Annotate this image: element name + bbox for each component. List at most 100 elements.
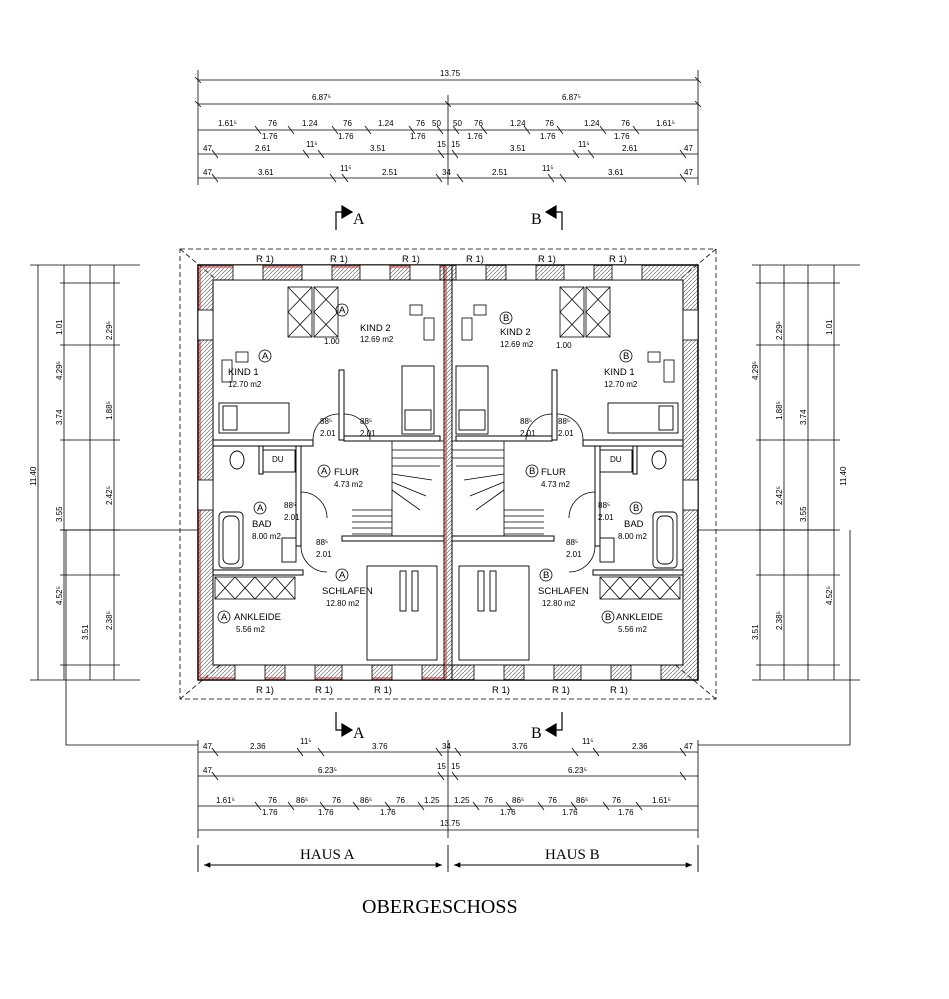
dim-r1-4: 1.24: [378, 119, 394, 128]
side-l-3: 4.52⁵: [55, 586, 64, 605]
dimb-r2-4: 6.23⁵: [568, 766, 587, 775]
mark-a-kind2: A: [339, 305, 346, 316]
dim-r2-7: 11⁵: [578, 140, 590, 149]
area-b-ankleide: 5.56 m2: [618, 625, 647, 634]
dim-r2-3: 3.51: [370, 144, 386, 153]
dimb-r3-1: 76: [268, 796, 277, 805]
door-w-5: 88⁵: [284, 501, 296, 510]
dim-r3-3: 2.51: [382, 168, 398, 177]
door-w-6: 88⁵: [598, 501, 610, 510]
mark-a-schlafen: A: [339, 570, 346, 581]
dimb-r3-0: 1.61⁵: [216, 796, 235, 805]
win-label: R 1): [610, 685, 628, 696]
dim-total-top: 13.75: [440, 69, 461, 78]
side-dimension-lines: [30, 264, 860, 746]
dim-r3-0: 47: [203, 168, 212, 177]
dimb-r2-2: 15: [437, 762, 446, 771]
area-b-kind2: 12.69 m2: [500, 340, 534, 349]
mark-b-kind1: B: [623, 351, 629, 362]
top-dimension-lines: [197, 70, 699, 185]
du-b: DU: [610, 455, 622, 464]
dimb-r3-12: 76: [612, 796, 621, 805]
dimb-r2-1: 6.23⁵: [318, 766, 337, 775]
dimb-r3-5: 76: [396, 796, 405, 805]
door-h-6: 2.01: [598, 513, 614, 522]
door-h-7: 2.01: [316, 550, 332, 559]
dimb-r1-6: 11⁵: [582, 737, 594, 746]
plan-title: OBERGESCHOSS: [362, 896, 518, 918]
stairs: [352, 440, 544, 537]
side-r-0: 4.29⁵: [751, 361, 760, 380]
win-label: R 1): [609, 254, 627, 265]
area-a-flur: 4.73 m2: [334, 480, 363, 489]
haus-arrows: [197, 845, 699, 872]
dim-r1-3: 76: [343, 119, 352, 128]
side-l-6: 2.42⁵: [105, 486, 114, 505]
bath-fixtures: [218, 449, 678, 569]
dim-r1sub-5: 1.76: [614, 132, 630, 141]
dim-r2-8: 2.61: [622, 144, 638, 153]
win-label: R 1): [315, 685, 333, 696]
door-swings: [300, 413, 596, 573]
door-h-5: 2.01: [284, 513, 300, 522]
door-h-8: 2.01: [566, 550, 582, 559]
room-a-schlafen: SCHLAFEN: [322, 586, 373, 597]
win-label: R 1): [402, 254, 420, 265]
desks: [221, 304, 675, 383]
dim-half-a: 6.87⁵: [312, 93, 331, 102]
side-r-2: 3.51: [751, 624, 760, 640]
win-label: R 1): [492, 685, 510, 696]
dimb-r3-13: 1.61⁵: [652, 796, 671, 805]
mark-b-bad: B: [633, 503, 639, 514]
dim-r3-2: 11⁵: [340, 164, 352, 173]
win-label: R 1): [256, 685, 274, 696]
side-r-6: 2.42⁵: [775, 486, 784, 505]
win-label: R 1): [466, 254, 484, 265]
dim-r1-7: 50: [453, 119, 462, 128]
haus-b-label: HAUS B: [545, 847, 600, 863]
mark-b-kind2: B: [503, 313, 509, 324]
mark-a-kind1: A: [262, 351, 269, 362]
door-w100-a: 1.00: [324, 337, 340, 346]
dimb-r1-8: 47: [684, 742, 693, 751]
side-l-8: 1.01: [55, 319, 64, 335]
section-a-bottom: A: [353, 725, 365, 742]
section-a-top: A: [353, 211, 365, 228]
dimb-r3-7: 1.25: [454, 796, 470, 805]
mark-b-schlafen: B: [543, 570, 549, 581]
door-w-3: 88⁵: [520, 417, 532, 426]
haus-a-label: HAUS A: [300, 847, 355, 863]
dimb-r1-2: 11⁵: [300, 737, 312, 746]
dimb-r1-4: 34: [442, 742, 451, 751]
door-h-4: 2.01: [558, 429, 574, 438]
dimb-r3sub-5: 1.76: [618, 808, 634, 817]
dim-r2-4: 15: [437, 140, 446, 149]
door-dimensions: DU DU 88⁵ 2.01 88⁵ 2.01 88⁵ 2.01 88⁵ 2.0…: [272, 337, 622, 559]
dimb-r1-7: 2.36: [632, 742, 648, 751]
area-a-kind1: 12.70 m2: [228, 380, 262, 389]
wardrobes: [214, 286, 681, 600]
dim-r3-8: 47: [684, 168, 693, 177]
win-label: R 1): [374, 685, 392, 696]
dimb-r3-9: 86⁵: [512, 796, 524, 805]
dim-r1-2: 1.24: [302, 119, 318, 128]
dim-r2-2: 11⁵: [306, 140, 318, 149]
side-dimension-text: 11.40 11.40 4.29⁵ 3.74 3.51 4.52⁵ 2.29⁵ …: [29, 319, 848, 640]
dimb-r3-10: 76: [548, 796, 557, 805]
dimb-r3-11: 86⁵: [576, 796, 588, 805]
room-a-kind2: KIND 2: [360, 323, 391, 334]
dimb-r3-4: 86⁵: [360, 796, 372, 805]
side-l-2: 3.51: [81, 624, 90, 640]
door-w-1: 88⁵: [320, 417, 332, 426]
room-a-flur: FLUR: [334, 467, 359, 478]
windows: [197, 264, 699, 681]
mark-a-flur: A: [321, 466, 328, 477]
dim-r1-5: 76: [416, 119, 425, 128]
side-r-7: 2.38⁵: [775, 611, 784, 630]
dim-r1-9: 1.24: [510, 119, 526, 128]
top-dimension-ticks: [194, 76, 702, 183]
dim-r2-1: 2.61: [255, 144, 271, 153]
dim-half-b: 6.87⁵: [562, 93, 581, 102]
section-marks-top: [335, 204, 563, 230]
